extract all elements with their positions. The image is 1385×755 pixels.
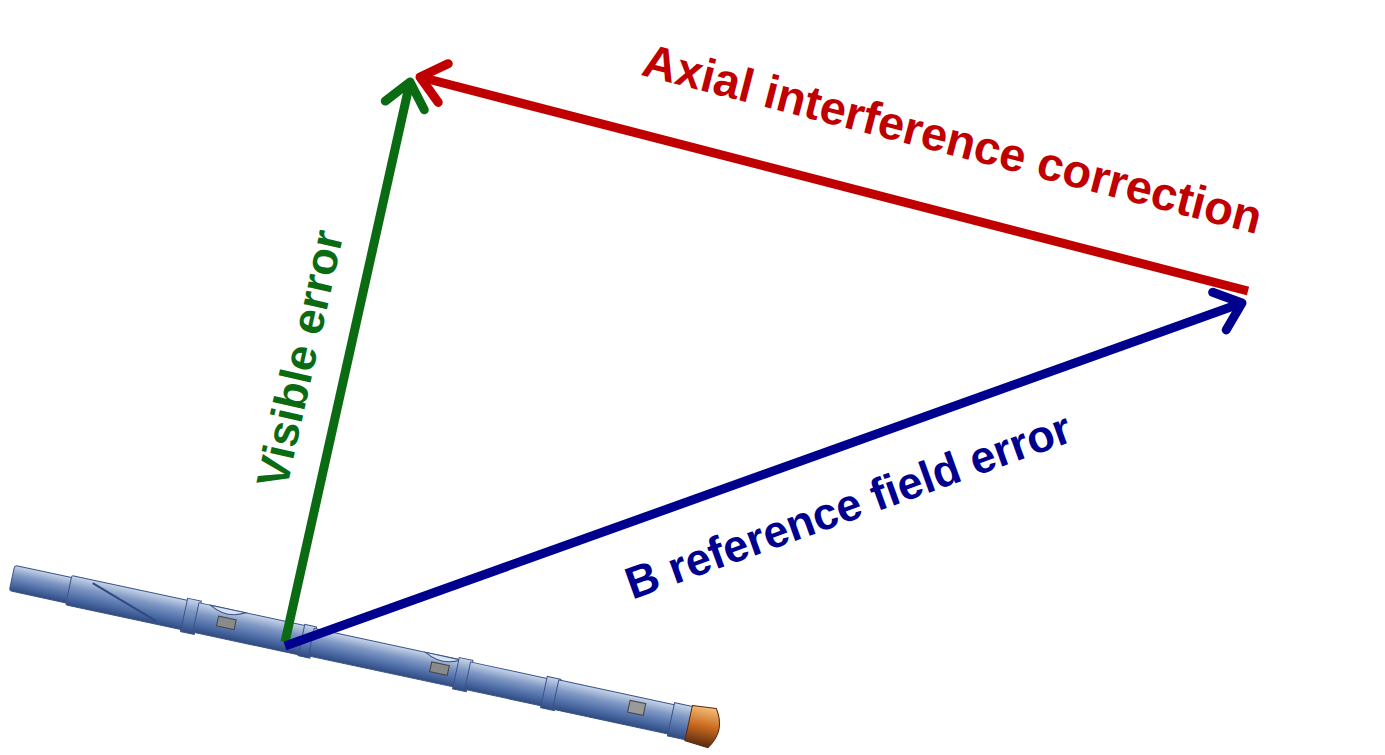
drilling-tool	[8, 558, 723, 749]
vector-label: Axial interference correction	[638, 35, 1267, 240]
reference-field-vector	[285, 303, 1242, 646]
vector-label: Visible error	[249, 225, 350, 490]
